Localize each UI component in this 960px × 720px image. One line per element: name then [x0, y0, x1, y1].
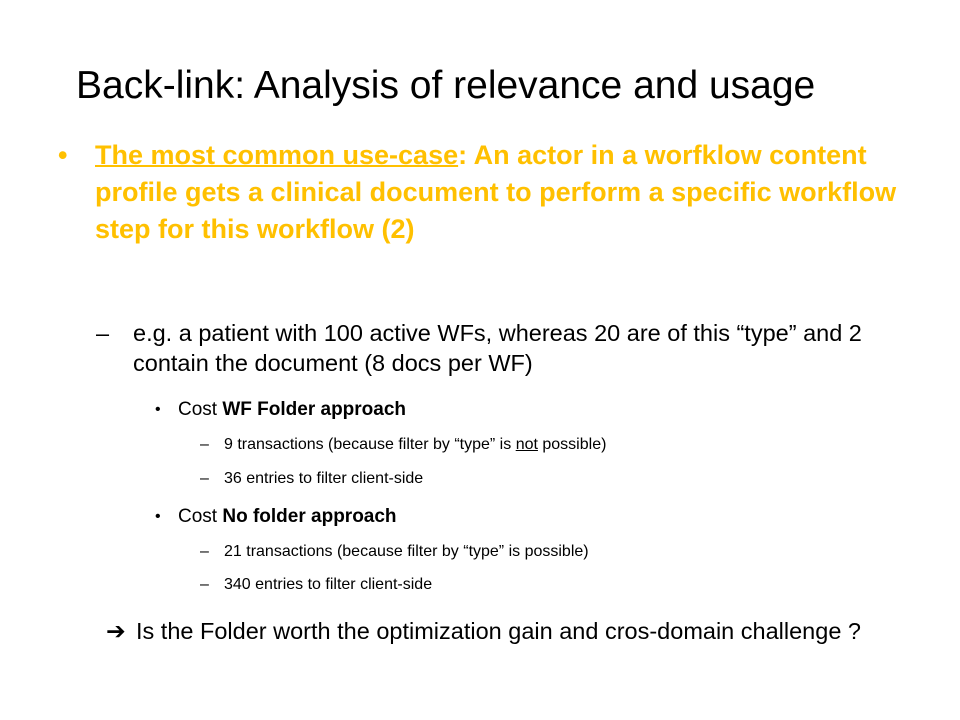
arrow-right-icon: ➔ — [106, 618, 126, 644]
detail-text: 36 entries to filter client-side — [224, 470, 424, 487]
bullet-icon: • — [155, 401, 161, 418]
conclusion-text: Is the Folder worth the optimization gai… — [136, 618, 861, 644]
bullet-icon: • — [155, 508, 161, 525]
approach-label: Cost No folder approach — [178, 505, 397, 529]
detail-text-after: possible) — [537, 436, 607, 453]
dash-icon: – — [200, 470, 209, 487]
detail-text-emphasis: not — [515, 436, 538, 453]
example-text: e.g. a patient with 100 active WFs, wher… — [133, 320, 862, 376]
detail-text: 9 transactions (because filter by “type”… — [224, 434, 606, 456]
bullet-icon: • — [58, 140, 68, 170]
dash-icon: – — [96, 320, 110, 346]
approach-prefix: Cost — [178, 506, 223, 527]
main-point-rest: : An actor in a worfklow content profile… — [95, 140, 897, 244]
detail-text-before: 9 transactions (because filter by “type”… — [224, 436, 516, 453]
detail-text: 21 transactions (because filter by “type… — [224, 543, 589, 560]
dash-icon: – — [200, 576, 209, 593]
dash-icon: – — [200, 436, 209, 453]
approach-name: No folder approach — [222, 506, 397, 527]
slide-title: Back-link: Analysis of relevance and usa… — [76, 64, 816, 107]
approach-name: WF Folder approach — [222, 399, 407, 420]
approach-prefix: Cost — [178, 399, 223, 420]
approach-label: Cost WF Folder approach — [178, 398, 406, 422]
main-point-lead: The most common use-case — [95, 140, 459, 170]
dash-icon: – — [200, 543, 209, 560]
detail-text: 340 entries to filter client-side — [224, 576, 433, 593]
main-point-text: The most common use-case: An actor in a … — [95, 137, 925, 248]
